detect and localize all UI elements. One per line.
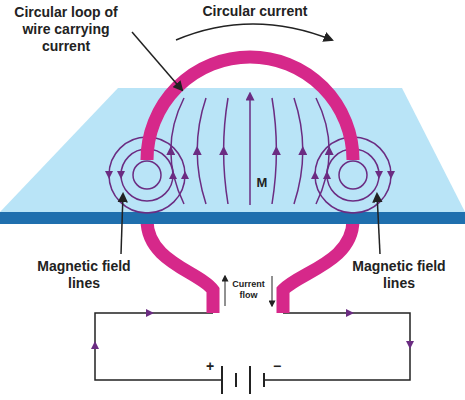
field-line [316, 98, 329, 151]
field-line [339, 161, 367, 189]
field-arrow [387, 171, 395, 179]
callout-label: Magnetic field lines [28, 258, 140, 292]
flow-arrow [225, 276, 272, 306]
flow-arrow [225, 276, 226, 306]
field-line [224, 151, 228, 205]
wire-loop [147, 220, 213, 313]
field-arrow [105, 171, 113, 179]
field-line [272, 151, 276, 205]
leader-line [377, 194, 380, 254]
leader-line [121, 32, 380, 254]
circuit-wire [95, 313, 410, 380]
field-arrow [105, 171, 395, 179]
current-arrow [346, 309, 354, 317]
field-arrow [375, 171, 383, 179]
field-arrow [117, 171, 125, 179]
terminal-sign: − [270, 358, 284, 375]
flow-arrow [272, 276, 273, 306]
callout-label: Circular loop of wire carrying current [2, 4, 130, 55]
field-arrow [181, 171, 189, 179]
field-arrow [311, 171, 319, 179]
terminal-sign: + [203, 358, 217, 375]
field-line [133, 161, 161, 189]
current-direction-arrow [176, 24, 332, 40]
leader-line [132, 32, 182, 90]
battery-plate [235, 373, 237, 387]
field-line [197, 98, 206, 151]
flow-label: Current flow [228, 279, 269, 301]
battery-plate [263, 373, 265, 387]
battery-plate [221, 366, 223, 394]
center-label: M [254, 174, 270, 191]
field-arrow [323, 171, 331, 179]
leader-line [121, 194, 123, 254]
field-line [294, 151, 303, 205]
field-line [171, 98, 184, 151]
plane-edge [0, 212, 465, 224]
current-arrow [146, 309, 154, 317]
field-line [294, 98, 303, 151]
plane-sheet [0, 88, 465, 212]
wire-loop [147, 220, 353, 313]
wire-loop [283, 220, 353, 313]
current-arrow [91, 341, 99, 349]
field-line [224, 98, 228, 151]
field-line [249, 96, 251, 205]
field-line [171, 98, 329, 204]
battery-symbol [222, 366, 264, 394]
battery-plate [249, 366, 251, 394]
wire-loop [147, 57, 353, 160]
circuit-wire [264, 313, 410, 380]
field-line [197, 151, 206, 205]
callout-label: Magnetic field lines [343, 258, 455, 292]
current-arrow [406, 341, 414, 349]
field-line [272, 98, 276, 151]
title-label: Circular current [175, 3, 335, 20]
current-arrow [91, 309, 414, 349]
circuit-wire [95, 313, 222, 380]
field-arrow [169, 171, 177, 179]
